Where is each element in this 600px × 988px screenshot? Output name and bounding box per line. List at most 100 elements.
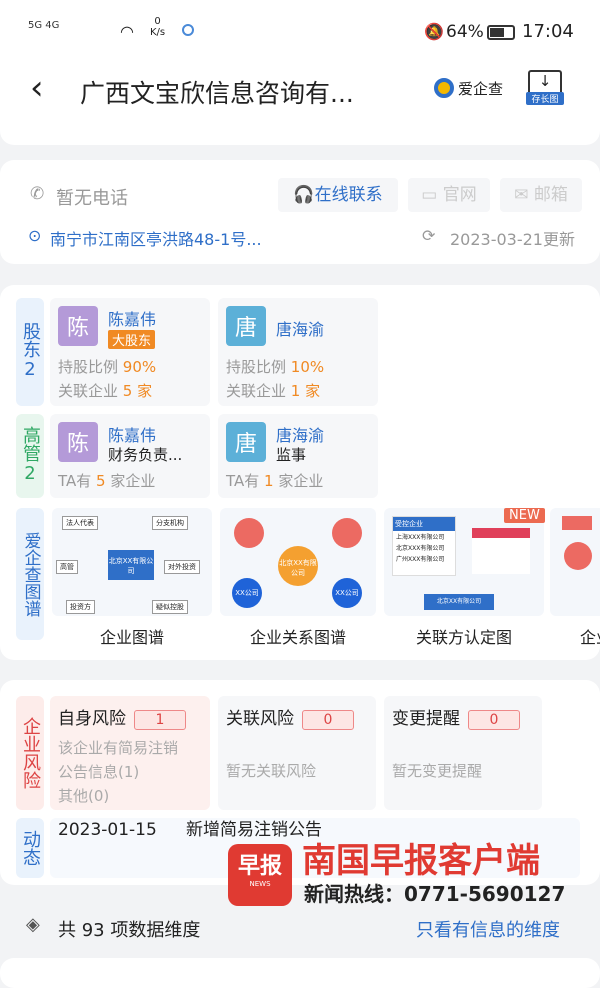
risk-item-title: 自身风险 bbox=[58, 709, 126, 729]
dynamic-title: 动态 bbox=[20, 830, 41, 866]
location-icon: ⊙ bbox=[28, 226, 42, 245]
enterprise-graph-thumbnail[interactable]: 北京XX有限公司 法人代表 分支机构 高管 对外投资 投资方 疑似控股 bbox=[52, 508, 212, 616]
risk-count-badge: 0 bbox=[468, 710, 520, 730]
executive-name[interactable]: 唐海渝 bbox=[276, 426, 325, 445]
graphs-title: 爱企查图谱 bbox=[20, 531, 41, 617]
ratio-label: 持股比例 bbox=[226, 358, 287, 376]
email-label: 邮箱 bbox=[533, 185, 568, 205]
refresh-icon[interactable]: ⟳ bbox=[422, 226, 436, 245]
risk-line: 暂无变更提醒 bbox=[392, 762, 483, 780]
ta-suffix: 家企业 bbox=[278, 472, 324, 490]
graph-node: 投资方 bbox=[66, 600, 95, 614]
graphs-label: 爱企查图谱 bbox=[16, 508, 44, 640]
brand-name[interactable]: 爱企查 bbox=[458, 80, 504, 98]
graph-node: 疑似控股 bbox=[152, 600, 188, 614]
filter-dimensions-link[interactable]: 只看有信息的维度 bbox=[416, 920, 560, 941]
speed-unit: K/s bbox=[150, 27, 166, 38]
ratio-label: 持股比例 bbox=[58, 358, 119, 376]
graph-center-node: 北京XX有限公司 bbox=[108, 550, 154, 580]
battery-icon bbox=[487, 25, 515, 40]
page-title: 广西文宝欣信息咨询有... bbox=[80, 79, 354, 108]
list-row: 北京XXX有限公司 bbox=[396, 545, 445, 552]
risk-item-title: 关联风险 bbox=[226, 709, 294, 729]
headset-icon: 🎧 bbox=[293, 185, 315, 205]
graph-label[interactable]: 关联方认定图 bbox=[415, 628, 512, 647]
related-unit: 家 bbox=[305, 382, 321, 400]
ta-prefix: TA有 bbox=[58, 472, 92, 490]
watermark-hotline: 新闻热线：0771-5690127 bbox=[304, 882, 566, 906]
executive-role: 财务负责... bbox=[108, 446, 183, 464]
shareholders-title: 股东 bbox=[20, 322, 41, 358]
graph-node: 法人代表 bbox=[62, 516, 98, 530]
graph-bottom-node: 北京XX有限公司 bbox=[424, 594, 494, 610]
more-graph-thumbnail[interactable] bbox=[550, 508, 600, 616]
executive-role: 监事 bbox=[276, 446, 307, 464]
relation-graph-thumbnail[interactable]: 北京XX有限公司 XX公司 XX公司 bbox=[220, 508, 376, 616]
graph-label[interactable]: 企业关系图谱 bbox=[249, 628, 346, 647]
graph-node bbox=[564, 542, 592, 570]
graph-node-blue: XX公司 bbox=[232, 578, 262, 608]
risk-title: 企业风险 bbox=[20, 717, 41, 789]
online-contact-button[interactable]: 🎧在线联系 bbox=[278, 178, 398, 212]
dynamic-label: 动态 bbox=[16, 818, 44, 878]
dynamic-item[interactable]: 2023-01-15 新增简易注销公告 bbox=[50, 818, 580, 878]
ta-prefix: TA有 bbox=[226, 472, 260, 490]
dynamic-text: 新增简易注销公告 bbox=[186, 820, 322, 840]
email-button[interactable]: ✉ 邮箱 bbox=[500, 178, 582, 212]
avatar: 唐 bbox=[226, 422, 266, 462]
save-image-button[interactable]: 存长图 bbox=[526, 92, 564, 105]
graph-node: 高管 bbox=[56, 560, 78, 574]
risk-count-badge: 0 bbox=[302, 710, 354, 730]
back-button[interactable]: ‹ bbox=[30, 68, 44, 108]
phone-text: 暂无电话 bbox=[56, 188, 128, 209]
app-status-icon bbox=[182, 24, 194, 36]
download-icon[interactable]: ↓ bbox=[528, 70, 562, 102]
risk-line: 其他(0) bbox=[58, 787, 110, 805]
aiqicha-logo-icon bbox=[434, 78, 454, 98]
ratio-value: 10% bbox=[290, 358, 325, 376]
watermark-logo-text: 早报 bbox=[237, 854, 282, 879]
risk-line: 公告信息(1) bbox=[58, 763, 140, 781]
graph-label[interactable]: 企业... bbox=[580, 628, 600, 647]
shareholder-card[interactable]: 唐 唐海渝 持股比例 10% 关联企业 1 家 bbox=[218, 298, 378, 406]
website-label: 官网 bbox=[442, 185, 477, 205]
avatar: 唐 bbox=[226, 306, 266, 346]
risk-line: 该企业有简易注销 bbox=[58, 739, 179, 757]
shareholder-name[interactable]: 唐海渝 bbox=[276, 320, 325, 339]
graph-label[interactable]: 企业图谱 bbox=[99, 628, 164, 647]
dimension-summary: 共 93 项数据维度 bbox=[58, 920, 201, 941]
clock: 17:04 bbox=[522, 21, 574, 42]
watermark-logo-sub: NEWS bbox=[249, 880, 271, 888]
major-shareholder-badge: 大股东 bbox=[108, 330, 156, 349]
related-party-graph-thumbnail[interactable]: 受控企业 上海XXX有限公司 北京XXX有限公司 广州XXX有限公司 北京XX有… bbox=[384, 508, 545, 616]
officer-list bbox=[472, 528, 530, 574]
shareholder-card[interactable]: 陈 陈嘉伟 大股东 持股比例 90% 关联企业 5 家 bbox=[50, 298, 210, 406]
risk-lines: 该企业有简易注销公告信息(1) 其他(0) bbox=[58, 736, 178, 808]
graph-node-red bbox=[234, 518, 264, 548]
executive-name[interactable]: 陈嘉伟 bbox=[108, 426, 157, 445]
executives-count: 2 bbox=[24, 463, 36, 484]
list-title: 受控企业 bbox=[393, 517, 455, 531]
address-link[interactable]: 南宁市江南区亭洪路48-1号... bbox=[50, 230, 262, 249]
wifi-icon: ◠ bbox=[120, 22, 134, 41]
graph-center-node: 北京XX有限公司 bbox=[278, 546, 318, 586]
network-icons: 5G 4G bbox=[28, 20, 60, 31]
mute-icon: 🔕 bbox=[424, 22, 444, 41]
related-label: 关联企业 bbox=[58, 382, 119, 400]
controlled-list: 受控企业 上海XXX有限公司 北京XXX有限公司 广州XXX有限公司 bbox=[392, 516, 456, 576]
executive-card[interactable]: 唐 唐海渝 监事 TA有 1 家企业 bbox=[218, 414, 378, 498]
shareholder-name[interactable]: 陈嘉伟 bbox=[108, 310, 157, 329]
website-button[interactable]: ▭ 官网 bbox=[408, 178, 490, 212]
executive-card[interactable]: 陈 陈嘉伟 财务负责... TA有 5 家企业 bbox=[50, 414, 210, 498]
graph-node bbox=[562, 516, 592, 530]
company-count: 1 bbox=[264, 472, 274, 490]
shareholders-count: 2 bbox=[24, 359, 36, 380]
avatar: 陈 bbox=[58, 422, 98, 462]
